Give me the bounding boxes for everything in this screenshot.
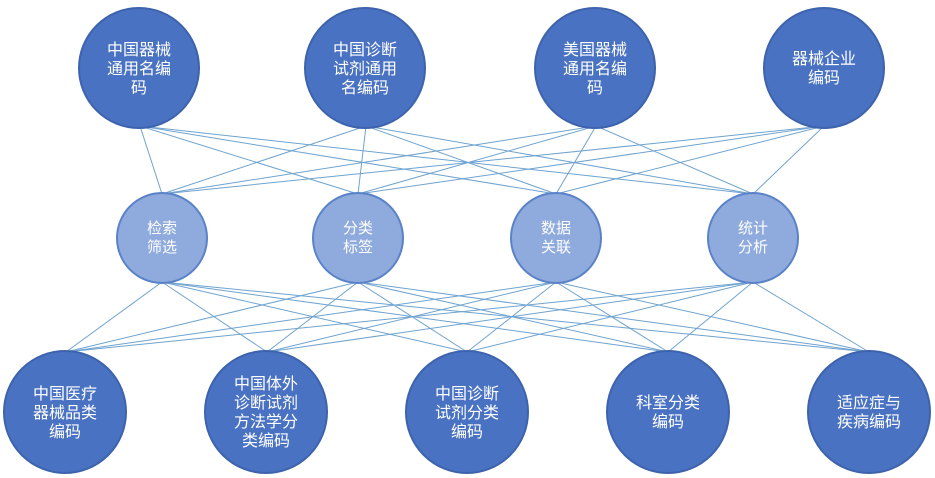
connector-mid-3-bottom-3 xyxy=(667,281,754,353)
node-us-device-generic: 美国器械 通用名编 码 xyxy=(534,7,656,129)
node-classify-tag: 分类 标签 xyxy=(312,192,404,284)
connector-top-1-mid-1 xyxy=(357,125,367,195)
connector-mid-3-bottom-4 xyxy=(752,281,870,353)
node-label: 中国体外 诊断试剂 方法学分 类编码 xyxy=(233,374,298,450)
connector-top-1-mid-0 xyxy=(161,125,367,195)
node-label: 分类 标签 xyxy=(342,219,373,256)
connector-top-3-mid-3 xyxy=(752,125,825,195)
node-label: 中国器械 通用名编 码 xyxy=(106,39,171,97)
connector-top-3-mid-1 xyxy=(357,125,825,195)
connector-top-2-mid-0 xyxy=(161,125,597,195)
connector-mid-1-bottom-0 xyxy=(65,281,359,353)
node-cn-ivd-method: 中国体外 诊断试剂 方法学分 类编码 xyxy=(204,350,328,474)
node-label: 统计 分析 xyxy=(737,219,768,256)
node-data-link: 数据 关联 xyxy=(510,192,602,284)
node-indication-disease: 适应症与 疾病编码 xyxy=(807,350,931,474)
node-label: 适应症与 疾病编码 xyxy=(836,393,901,431)
connector-top-1-mid-3 xyxy=(365,125,754,195)
node-cn-ivd-category: 中国诊断 试剂分类 编码 xyxy=(405,350,529,474)
connector-top-2-mid-3 xyxy=(595,125,754,195)
node-label: 中国医疗 器械品类 编码 xyxy=(32,383,97,441)
node-label: 检索 筛选 xyxy=(146,219,177,256)
connector-mid-0-bottom-1 xyxy=(161,281,268,353)
node-label: 数据 关联 xyxy=(540,219,571,256)
node-stat-analysis: 统计 分析 xyxy=(707,192,799,284)
node-cn-ivd-generic: 中国诊断 试剂通用 名编码 xyxy=(304,7,426,129)
connector-top-3-mid-0 xyxy=(161,125,825,195)
node-label: 科室分类 编码 xyxy=(635,393,700,431)
connector-top-1-mid-2 xyxy=(365,125,557,195)
connector-mid-2-bottom-0 xyxy=(65,281,557,353)
connector-top-0-mid-0 xyxy=(139,125,163,195)
connector-mid-2-bottom-4 xyxy=(555,281,870,353)
connector-mid-0-bottom-3 xyxy=(161,281,669,353)
node-label: 美国器械 通用名编 码 xyxy=(562,39,627,97)
connector-mid-1-bottom-4 xyxy=(357,281,870,353)
node-cn-device-category: 中国医疗 器械品类 编码 xyxy=(3,350,127,474)
connector-top-0-mid-2 xyxy=(139,125,557,195)
connector-top-2-mid-2 xyxy=(555,125,597,195)
connector-top-3-mid-2 xyxy=(555,125,825,195)
node-label: 中国诊断 试剂通用 名编码 xyxy=(332,39,397,97)
node-device-company: 器械企业 编码 xyxy=(763,7,885,129)
connector-top-2-mid-1 xyxy=(357,125,597,195)
node-search-filter: 检索 筛选 xyxy=(116,192,208,284)
connector-mid-3-bottom-1 xyxy=(266,281,754,353)
connector-mid-3-bottom-0 xyxy=(65,281,754,353)
node-cn-device-generic: 中国器械 通用名编 码 xyxy=(78,7,200,129)
connector-top-0-mid-3 xyxy=(139,125,754,195)
connector-top-0-mid-1 xyxy=(139,125,359,195)
connector-mid-0-bottom-4 xyxy=(161,281,870,353)
connector-mid-0-bottom-0 xyxy=(65,281,163,353)
node-label: 器械企业 编码 xyxy=(791,49,856,87)
connector-mid-3-bottom-2 xyxy=(466,281,754,353)
node-dept-category: 科室分类 编码 xyxy=(606,350,730,474)
node-label: 中国诊断 试剂分类 编码 xyxy=(434,383,499,441)
